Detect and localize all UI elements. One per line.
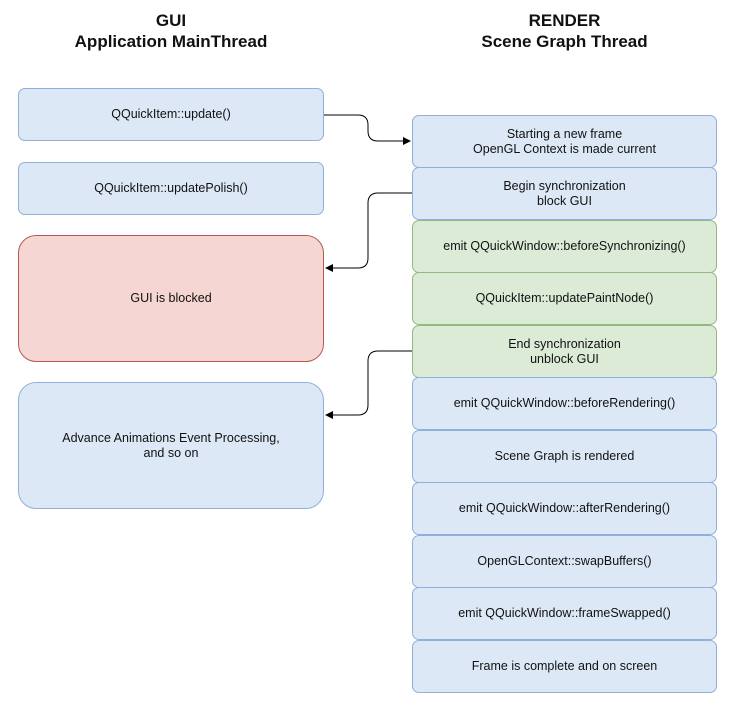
gui-box-update-polish: QQuickItem::updatePolish() — [18, 162, 324, 215]
gui-box-update-text: QQuickItem::update() — [111, 107, 231, 121]
render-box-begin-sync-line1: Begin synchronization — [503, 178, 626, 193]
render-box-frame-complete: Frame is complete and on screen — [412, 640, 717, 693]
render-box-new-frame-line1: Starting a new frame — [506, 126, 623, 141]
gui-box-animations-line1: Advance Animations Event Processing, — [62, 430, 280, 445]
render-box-after-rendering-text: emit QQuickWindow::afterRendering() — [458, 501, 671, 515]
gui-box-update: QQuickItem::update() — [18, 88, 324, 141]
render-box-frame-swapped-text: emit QQuickWindow::frameSwapped() — [458, 606, 671, 620]
render-box-scene-rendered-text: Scene Graph is rendered — [494, 449, 635, 463]
gui-box-animations-line2: and so on — [143, 445, 199, 460]
render-box-frame-complete-text: Frame is complete and on screen — [471, 659, 658, 673]
arrow-begin-sync-to-gui-blocked — [325, 192, 412, 272]
render-box-begin-sync: Begin synchronization block GUI — [412, 167, 717, 220]
render-box-end-sync: End synchronization unblock GUI — [412, 325, 717, 378]
render-box-new-frame-line2: OpenGL Context is made current — [473, 141, 656, 156]
gui-box-update-polish-text: QQuickItem::updatePolish() — [94, 181, 248, 195]
render-heading-title: RENDER — [528, 11, 601, 30]
render-box-after-rendering: emit QQuickWindow::afterRendering() — [412, 482, 717, 535]
render-box-begin-sync-line2: block GUI — [537, 193, 592, 208]
render-box-swap-buffers: OpenGLContext::swapBuffers() — [412, 535, 717, 588]
gui-box-animations: Advance Animations Event Processing, and… — [18, 382, 324, 509]
render-thread-heading: RENDER Scene Graph Thread — [412, 10, 717, 52]
gui-box-blocked-text: GUI is blocked — [130, 291, 212, 305]
render-box-update-paint-node-text: QQuickItem::updatePaintNode() — [475, 291, 654, 305]
gui-thread-heading: GUI Application MainThread — [18, 10, 324, 52]
render-box-before-rendering: emit QQuickWindow::beforeRendering() — [412, 377, 717, 430]
render-box-end-sync-line1: End synchronization — [508, 336, 621, 351]
gui-box-blocked: GUI is blocked — [18, 235, 324, 362]
render-heading-subtitle: Scene Graph Thread — [481, 32, 648, 51]
render-box-update-paint-node: QQuickItem::updatePaintNode() — [412, 272, 717, 325]
arrow-update-to-new-frame — [324, 114, 411, 145]
render-box-frame-swapped: emit QQuickWindow::frameSwapped() — [412, 587, 717, 640]
gui-heading-title: GUI — [155, 11, 187, 30]
render-box-before-rendering-text: emit QQuickWindow::beforeRendering() — [453, 396, 676, 410]
gui-heading-subtitle: Application MainThread — [74, 32, 268, 51]
render-box-before-synchronizing-text: emit QQuickWindow::beforeSynchronizing() — [443, 239, 686, 253]
render-box-scene-rendered: Scene Graph is rendered — [412, 430, 717, 483]
render-box-new-frame: Starting a new frame OpenGL Context is m… — [412, 115, 717, 168]
arrow-end-sync-to-animations — [325, 350, 412, 419]
render-box-swap-buffers-text: OpenGLContext::swapBuffers() — [477, 554, 652, 568]
render-box-before-synchronizing: emit QQuickWindow::beforeSynchronizing() — [412, 220, 717, 273]
render-box-end-sync-line2: unblock GUI — [530, 351, 599, 366]
